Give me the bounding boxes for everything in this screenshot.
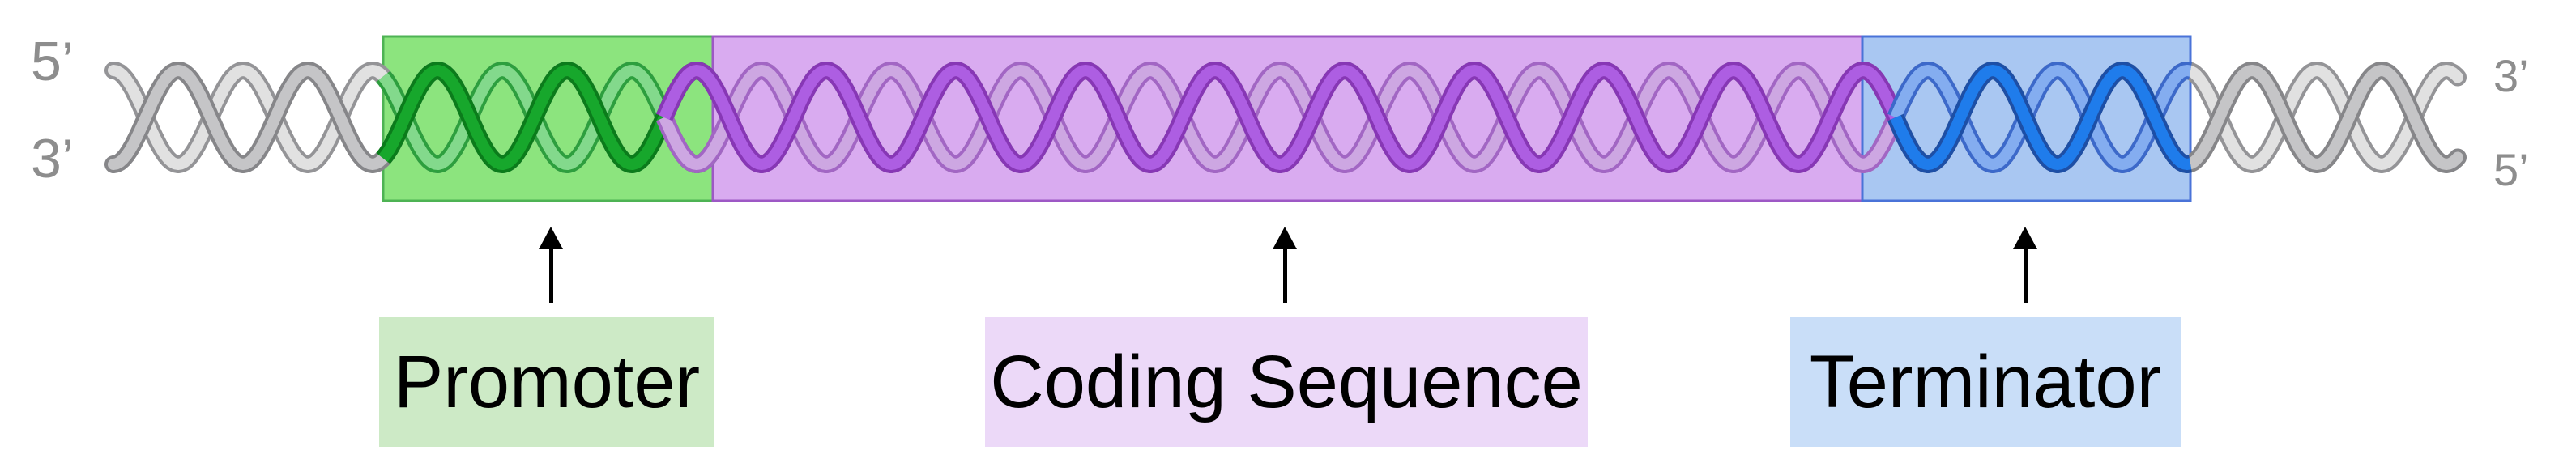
- arrow-shaft: [1282, 249, 1287, 303]
- terminator-label: Terminator: [1790, 317, 2181, 447]
- arrow-head-icon: [1273, 227, 1297, 249]
- right-strand-3-prime-label: 3’: [2493, 50, 2529, 101]
- dna-strand-coding-sequence-front: [659, 65, 1901, 170]
- arrow-head-icon: [539, 227, 563, 249]
- dna-strand-promoter-back: [378, 65, 718, 170]
- dna-strand-terminator-front: [1890, 65, 2193, 170]
- arrow-shaft: [548, 249, 553, 303]
- coding-sequence-region-highlight: [711, 35, 1864, 202]
- dna-strand-coding-sequence-back: [659, 65, 1901, 170]
- arrow-head-icon: [2013, 227, 2037, 249]
- right-strand-5-prime-label: 5’: [2493, 144, 2529, 195]
- coding-sequence-arrow: [1273, 227, 1297, 303]
- dna-strand-promoter-front: [378, 65, 718, 170]
- coding-sequence-label: Coding Sequence: [985, 317, 1588, 447]
- arrow-shaft: [2023, 249, 2028, 303]
- terminator-arrow: [2013, 227, 2037, 303]
- promoter-arrow: [539, 227, 563, 303]
- dna-double-helix: [104, 35, 2467, 202]
- left-strand-3-prime-label: 3’: [31, 128, 74, 189]
- dna-strand-terminator-back: [1890, 65, 2193, 170]
- left-strand-5-prime-label: 5’: [31, 31, 74, 92]
- promoter-label: Promoter: [379, 317, 714, 447]
